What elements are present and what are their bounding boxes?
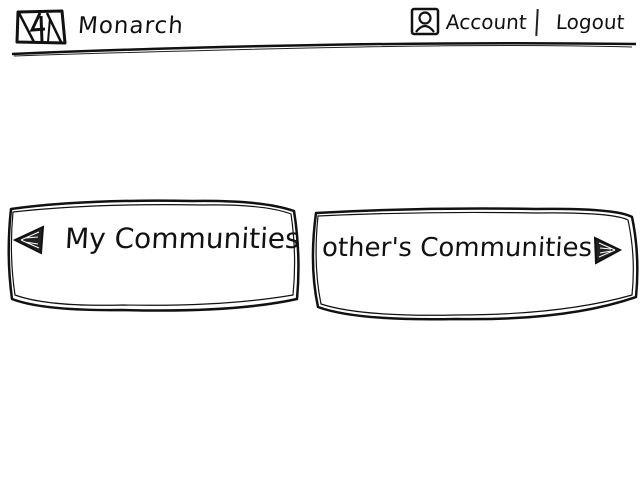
user-icon[interactable] xyxy=(410,7,440,37)
card-border xyxy=(311,207,639,321)
arrow-right-icon xyxy=(593,236,622,265)
my-communities-label: My Communities xyxy=(64,222,301,255)
others-communities-label: other's Communities xyxy=(321,233,593,263)
card-border xyxy=(7,199,300,312)
others-communities-button[interactable]: other's Communities xyxy=(306,205,640,325)
app-header: Monarch Account Logout xyxy=(0,0,641,60)
monarch-logo-icon[interactable] xyxy=(14,8,68,48)
arrow-left-icon xyxy=(13,225,45,255)
header-divider xyxy=(11,41,637,57)
my-communities-button[interactable]: My Communities xyxy=(3,195,303,315)
